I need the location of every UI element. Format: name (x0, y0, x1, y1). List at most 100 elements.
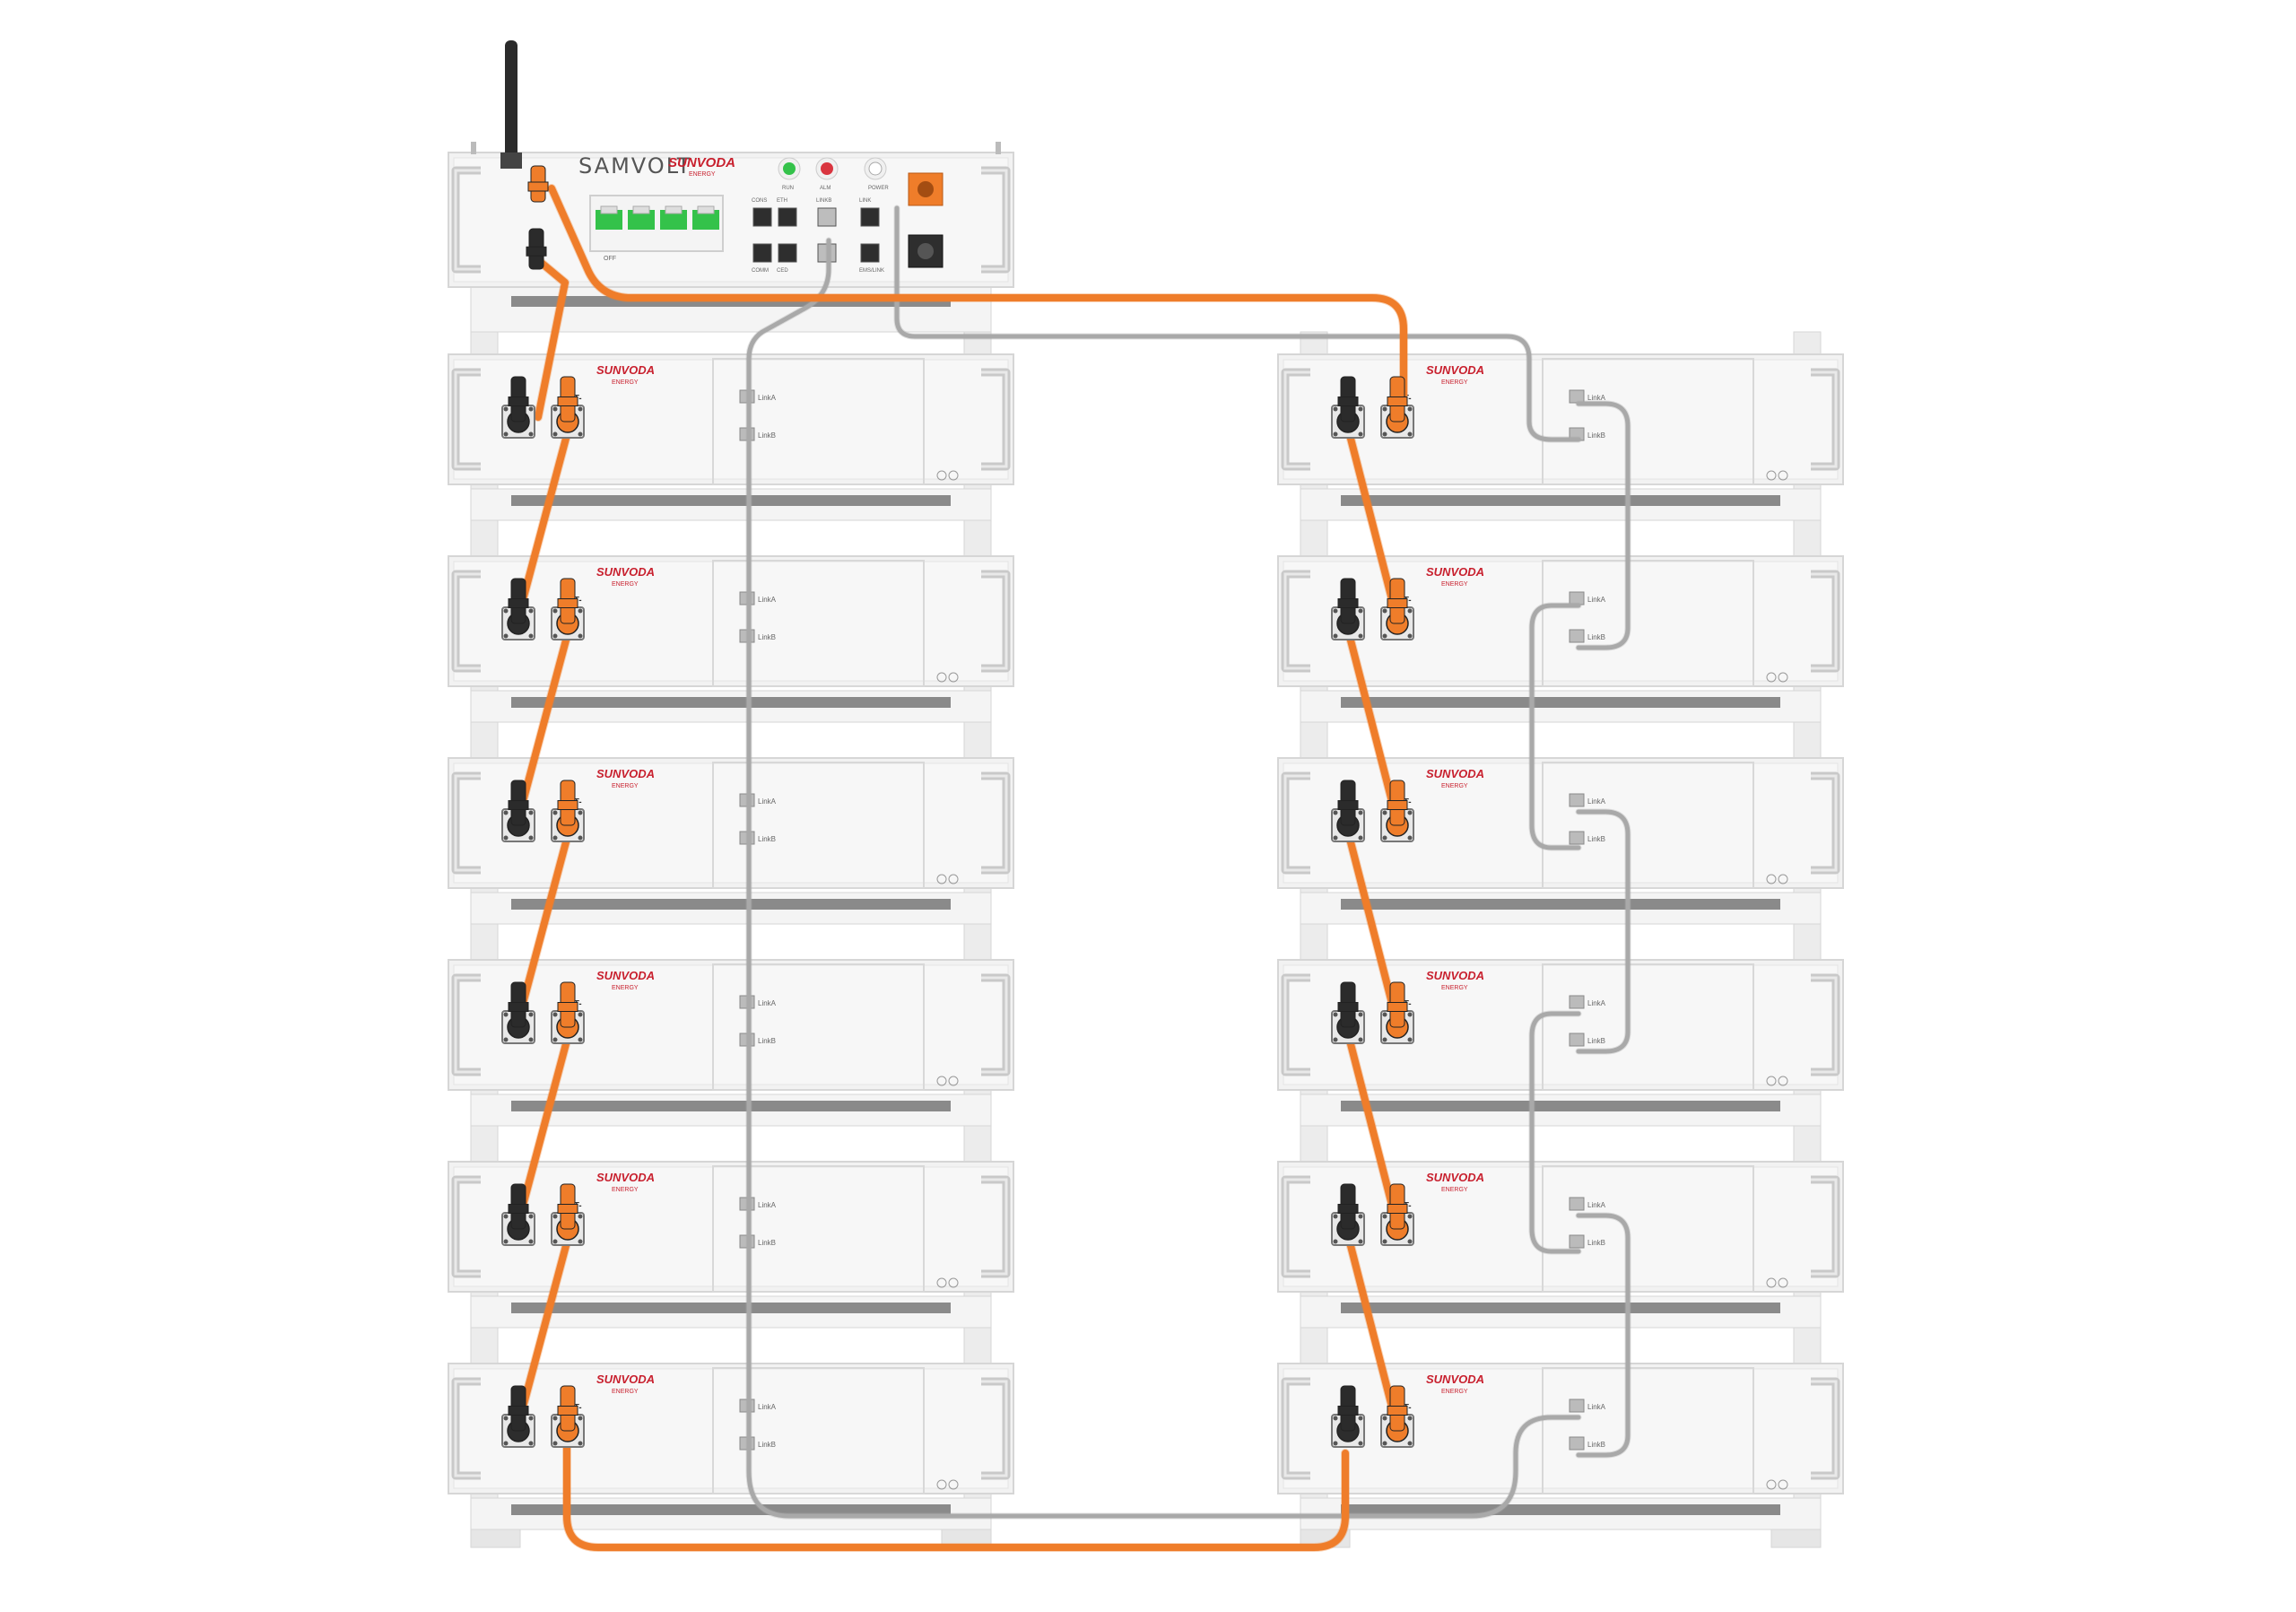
positive-terminal (908, 172, 944, 206)
power-cable-left-top (534, 256, 570, 422)
port-bottom[interactable]: CED (777, 243, 797, 274)
module-panel (1542, 358, 1754, 485)
comm-cable-right-2 (1528, 602, 1582, 851)
status-icon (948, 470, 959, 481)
svg-text:COMM: COMM (752, 268, 769, 274)
comm-cable-right-4 (1528, 1010, 1582, 1255)
port-top[interactable]: CONS (752, 198, 772, 227)
handle-icon (451, 973, 481, 1076)
comm-cable-left-chain (745, 237, 1582, 1520)
link-a-port: LinkA (1569, 793, 1606, 807)
svg-text:LinkB: LinkB (758, 1441, 776, 1449)
port-top[interactable]: LINKB (816, 198, 837, 227)
status-icon (1778, 1479, 1788, 1490)
port-bottom[interactable]: EMS/LINK (859, 243, 884, 274)
svg-text:LinkA: LinkA (758, 1403, 777, 1411)
status-icon (1766, 1076, 1777, 1086)
status-icon (948, 672, 959, 683)
svg-text:LinkB: LinkB (758, 633, 776, 641)
svg-text:ENERGY: ENERGY (1441, 379, 1468, 386)
svg-text:RUN: RUN (782, 186, 794, 191)
module-panel (712, 963, 925, 1091)
circuit-breaker[interactable]: OFF (589, 195, 724, 262)
module-panel (1542, 1165, 1754, 1293)
handle-icon (451, 1377, 481, 1480)
link-b-port: LinkB (1569, 831, 1605, 845)
svg-text:LINK: LINK (859, 198, 871, 204)
power-cable-right-series (1345, 632, 1399, 816)
negative-plug-icon (508, 376, 529, 423)
positive-plug-icon (1387, 578, 1408, 624)
status-icon (1766, 672, 1777, 683)
comm-cable-right-1 (1575, 400, 1631, 651)
port-top[interactable]: LINK (859, 198, 880, 227)
handle-icon (981, 1175, 1011, 1278)
status-icon (1778, 470, 1788, 481)
svg-text:ENERGY: ENERGY (612, 985, 639, 991)
svg-text:ENERGY: ENERGY (612, 783, 639, 789)
status-icon (936, 470, 947, 481)
status-icon (936, 1277, 947, 1288)
positive-plug-icon (1387, 780, 1408, 826)
svg-text:LinkA: LinkA (758, 999, 777, 1007)
handle-icon (981, 368, 1011, 471)
power-cable-left-series (516, 834, 571, 1018)
svg-text:LinkB: LinkB (1587, 1037, 1605, 1045)
negative-plug-icon (508, 780, 529, 826)
handle-icon (981, 166, 1011, 274)
port-bottom[interactable]: COMM (752, 243, 772, 274)
module-panel (1542, 963, 1754, 1091)
svg-text:SUNVODA: SUNVODA (1426, 767, 1484, 780)
status-icon (948, 874, 959, 884)
negative-plug-icon (1337, 981, 1359, 1028)
svg-text:SUNVODA: SUNVODA (596, 1372, 655, 1386)
positive-plug-icon (557, 578, 578, 624)
power-cable-right-series (1345, 1036, 1399, 1220)
status-icon (936, 874, 947, 884)
svg-text:EMS/LINK: EMS/LINK (859, 268, 884, 274)
svg-text:SUNVODA: SUNVODA (596, 565, 655, 579)
svg-text:SUNVODA: SUNVODA (668, 155, 735, 170)
power-button[interactable]: POWER (864, 157, 889, 191)
negative-plug-icon (508, 981, 529, 1028)
svg-text:ENERGY: ENERGY (612, 1389, 639, 1395)
svg-text:LinkB: LinkB (758, 835, 776, 843)
svg-text:LinkB: LinkB (1587, 633, 1605, 641)
svg-text:LinkA: LinkA (1587, 1403, 1606, 1411)
svg-text:LinkB: LinkB (1587, 835, 1605, 843)
port-top[interactable]: ETH (777, 198, 797, 227)
svg-text:SUNVODA: SUNVODA (596, 969, 655, 982)
negative-plug-icon (508, 578, 529, 624)
sunvoda-logo: SUNVODA ENERGY (1426, 767, 1484, 789)
handle-icon (451, 368, 481, 471)
indicator-led: RUN (778, 157, 801, 191)
module-panel (712, 560, 925, 687)
handle-icon (1811, 368, 1840, 471)
handle-icon (451, 771, 481, 875)
link-b-port: LinkB (1569, 1436, 1605, 1451)
handle-icon (451, 570, 481, 673)
power-cable-main-positive (547, 184, 1408, 399)
svg-text:SUNVODA: SUNVODA (1426, 969, 1484, 982)
power-cable-left-series (516, 632, 571, 816)
comm-cable-right-3 (1575, 808, 1631, 1055)
handle-icon (981, 973, 1011, 1076)
svg-text:ENERGY: ENERGY (1441, 783, 1468, 789)
svg-text:ENERGY: ENERGY (1441, 581, 1468, 588)
handle-icon (1811, 570, 1840, 673)
rack-frame-left (470, 295, 992, 1548)
handle-icon (1281, 771, 1310, 875)
link-a-port: LinkA (1569, 389, 1606, 404)
status-icon (1766, 1277, 1777, 1288)
power-cable-right-series (1345, 834, 1399, 1018)
rack-frame-right (1300, 331, 1822, 1548)
